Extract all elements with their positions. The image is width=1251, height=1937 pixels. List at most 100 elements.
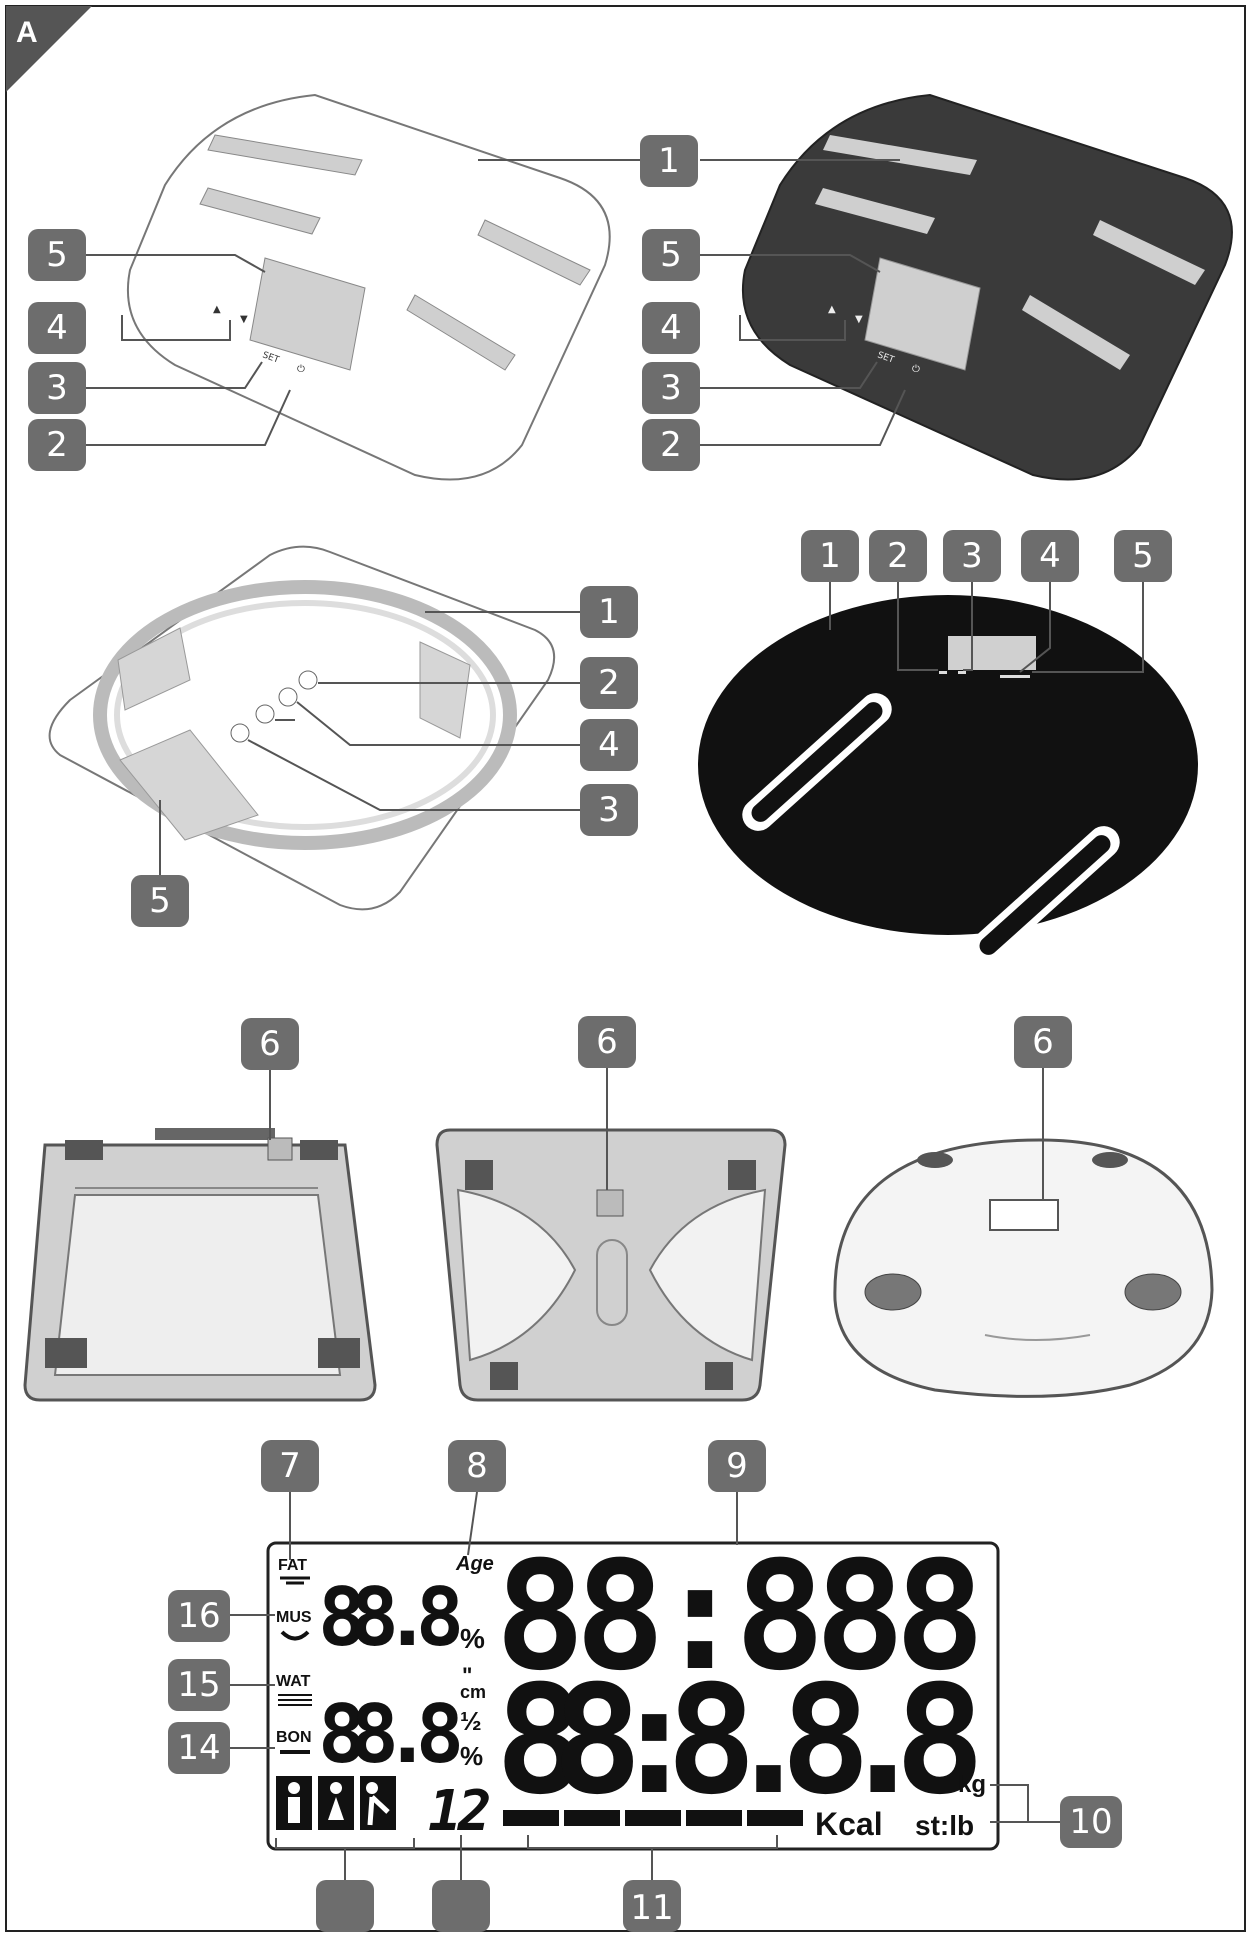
stlb-unit: st:lb	[915, 1810, 974, 1841]
big-digits-top: 88:888	[495, 1530, 976, 1704]
callout-badge-unlabeled	[432, 1880, 490, 1932]
lcd-display: FAT MUS WAT BON 88.8 88.8 Age % " cm ½ %…	[266, 1530, 1000, 1851]
electrode-pad	[477, 219, 591, 286]
callout-label: 6	[1032, 1022, 1054, 1062]
user-number: 12	[428, 1779, 490, 1844]
callout-badge	[241, 1018, 299, 1070]
ring-pattern	[114, 600, 496, 830]
callout-label: 4	[660, 308, 682, 348]
callout-badge	[640, 135, 698, 187]
progress-segment	[747, 1810, 803, 1826]
callout-label: 16	[177, 1596, 220, 1636]
battery-compartment-icon	[989, 1199, 1059, 1231]
display-panel	[119, 729, 259, 841]
callout-badge	[642, 302, 700, 354]
callout-badge	[580, 657, 638, 709]
callout-badge	[1114, 530, 1172, 582]
callout-label: 2	[46, 425, 68, 465]
callout-label: 11	[630, 1888, 673, 1928]
callout-badge	[261, 1440, 319, 1492]
curved-scale-bottom-view	[435, 1128, 787, 1402]
callout-label: 5	[660, 235, 682, 275]
callout-label: 5	[1132, 536, 1154, 576]
callout-badge	[448, 1440, 506, 1492]
callout-badge	[28, 419, 86, 471]
kcal-unit: Kcal	[815, 1806, 883, 1842]
battery-compartment-icon	[267, 1137, 293, 1161]
progress-segment	[503, 1810, 559, 1826]
fat-label: FAT	[278, 1557, 307, 1574]
electrode-pad	[1022, 295, 1130, 370]
callout-badge	[943, 530, 1001, 582]
progress-segment	[564, 1810, 620, 1826]
progress-segment	[686, 1810, 742, 1826]
foot-pad	[318, 1338, 360, 1368]
foot-pad	[864, 1273, 922, 1311]
callout-label: 5	[149, 881, 171, 921]
callout-label: 6	[596, 1022, 618, 1062]
bon-label: BON	[276, 1729, 312, 1746]
callout-badge	[642, 362, 700, 414]
callout-label: 3	[46, 368, 68, 408]
age-label: Age	[455, 1553, 494, 1575]
foot-pad	[465, 1160, 493, 1190]
small-digits-bottom: 88.8	[318, 1688, 460, 1781]
foot-pad	[1092, 1152, 1128, 1168]
corner-tag	[6, 6, 92, 92]
callout-label: 10	[1069, 1802, 1112, 1842]
electrode-pad	[419, 641, 471, 739]
display-panel	[948, 636, 1036, 670]
fat-icon	[280, 1576, 310, 1585]
callout-badge	[28, 229, 86, 281]
foot-pad	[705, 1362, 733, 1390]
callout-label: 15	[177, 1665, 220, 1705]
up-button-icon: ▲	[213, 304, 221, 315]
callout-label: 1	[598, 592, 620, 632]
battery-compartment-icon	[596, 1189, 624, 1217]
callout-badge	[801, 530, 859, 582]
cm-unit: cm	[460, 1682, 486, 1702]
callout-label: 2	[887, 536, 909, 576]
black-round-scale	[698, 595, 1198, 964]
set-button-icon	[958, 671, 966, 674]
callout-badge	[131, 875, 189, 927]
callout-label: 8	[466, 1446, 488, 1486]
callout-label: 4	[1039, 536, 1061, 576]
white-square-scale: ▲ ▼ SET ⏻	[126, 93, 611, 481]
electrode-pad	[815, 188, 935, 234]
callout-label: 2	[598, 663, 620, 703]
foot-pad	[300, 1140, 338, 1160]
corner-label: A	[16, 16, 38, 49]
callout-badge	[623, 1880, 681, 1932]
progress-segment	[625, 1810, 681, 1826]
callout-label: 2	[660, 425, 682, 465]
white-ring-scale	[48, 545, 556, 911]
electrode-pad	[1093, 220, 1205, 285]
down-button-icon	[255, 704, 275, 724]
electrode-pad	[823, 135, 977, 175]
callout-badge	[578, 1016, 636, 1068]
callout-label: 3	[660, 368, 682, 408]
foot-pad	[490, 1362, 518, 1390]
callout-label: 5	[46, 235, 68, 275]
round-scale-bottom-view	[833, 1138, 1214, 1398]
percent-unit-bottom: %	[460, 1741, 483, 1771]
power-button-icon	[939, 671, 947, 674]
square-scale-bottom-view	[23, 1128, 377, 1402]
percent-unit-top: %	[460, 1623, 485, 1654]
up-button-icon	[278, 687, 298, 707]
callout-badge-unlabeled	[316, 1880, 374, 1932]
callout-badge	[642, 229, 700, 281]
callout-label: 4	[598, 725, 620, 765]
callout-label: 4	[46, 308, 68, 348]
foot-pad	[45, 1338, 87, 1368]
foot-pad	[1124, 1273, 1182, 1311]
callout-badge	[580, 719, 638, 771]
foot-pad	[728, 1160, 756, 1190]
dark-scale-leaders	[700, 159, 906, 446]
electrode-pad	[199, 187, 321, 235]
kg-unit: kg	[958, 1771, 986, 1798]
callout-label: 6	[259, 1024, 281, 1064]
